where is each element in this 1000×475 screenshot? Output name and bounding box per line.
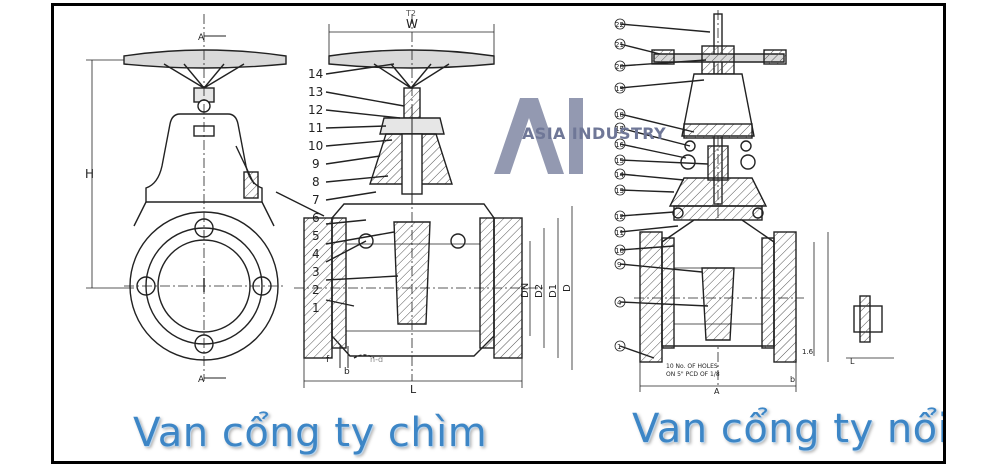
bolt-holes-label: n-d <box>370 355 383 364</box>
top-label: T2 <box>405 9 416 18</box>
part-21: 21 <box>615 41 624 49</box>
right-part-numbers: 22 21 20 19 18 17 16 15 14 13 12 11 10 9… <box>614 18 626 352</box>
section-mark-top: A <box>198 33 205 43</box>
part-3: 3 <box>312 265 320 279</box>
part-9r: 9 <box>617 261 621 269</box>
asia-industry-logo <box>494 98 583 174</box>
part-10r: 10 <box>615 247 624 255</box>
caption-rising-stem: Van cổng ty nổi <box>632 406 946 452</box>
part-20: 20 <box>615 63 624 71</box>
diameter-labels: DN D2 D1 D <box>520 283 573 298</box>
length-label: L <box>410 383 417 396</box>
part-16: 16 <box>615 141 624 149</box>
right-gate-wedge <box>701 267 735 341</box>
part-19: 19 <box>615 85 624 93</box>
part-15: 15 <box>615 157 624 165</box>
right-dim-1-6: 1.6 <box>802 348 814 356</box>
part-7: 7 <box>312 193 320 207</box>
part-17: 17 <box>615 125 624 133</box>
dim-d2: D2 <box>534 284 545 298</box>
drawing-frame: A A H <box>51 3 946 464</box>
logo-text: ASIA INDUSTRY <box>522 124 667 143</box>
flange-b-label: b <box>344 367 350 377</box>
part-12: 12 <box>308 103 323 117</box>
part-13r: 13 <box>615 187 624 195</box>
part-6: 6 <box>312 211 320 225</box>
left-handwheel <box>123 49 287 69</box>
right-valve-view <box>619 10 894 392</box>
dim-d: D <box>562 284 573 292</box>
right-bonnet <box>668 177 768 207</box>
part-2: 2 <box>312 283 320 297</box>
valve-drawings: A A H <box>85 9 894 396</box>
flange-f-label: f <box>326 355 330 365</box>
middle-valve-view <box>275 14 573 388</box>
part-1: 1 <box>312 301 320 315</box>
left-valve-view <box>86 14 287 381</box>
part-22: 22 <box>615 21 624 29</box>
dim-d1: D1 <box>548 284 559 298</box>
part-10: 10 <box>308 139 323 153</box>
part-13: 13 <box>308 85 323 99</box>
width-label: W <box>406 17 418 31</box>
part-1r: 1 <box>617 343 621 351</box>
part-8: 8 <box>312 175 320 189</box>
right-dim-l: L <box>850 357 855 366</box>
caption-underground-stem: Van cổng ty chìm <box>133 410 488 456</box>
part-18: 18 <box>615 111 624 119</box>
part-11: 11 <box>308 121 323 135</box>
right-dim-a: A <box>714 387 720 396</box>
section-mark-bottom: A <box>198 375 205 385</box>
height-label: H <box>85 167 94 181</box>
part-4r: 4 <box>617 299 622 307</box>
middle-handwheel <box>328 49 495 69</box>
part-14: 14 <box>308 67 323 81</box>
dim-dn: DN <box>520 283 531 298</box>
part-14r: 14 <box>615 171 624 179</box>
right-dim-b: b <box>790 375 795 384</box>
right-yoke <box>681 73 755 137</box>
part-12r: 12 <box>615 213 624 221</box>
middle-part-numbers: 14 13 12 11 10 9 8 7 6 5 4 3 2 1 <box>308 67 323 315</box>
part-11r: 11 <box>615 229 624 237</box>
part-9: 9 <box>312 157 320 171</box>
bolt-note-line-1: 10 No. OF HOLES <box>666 363 718 370</box>
part-4: 4 <box>312 247 320 261</box>
part-5: 5 <box>312 229 320 243</box>
bolt-note-line-2: ON 5" PCD OF 1/8 <box>666 371 720 378</box>
